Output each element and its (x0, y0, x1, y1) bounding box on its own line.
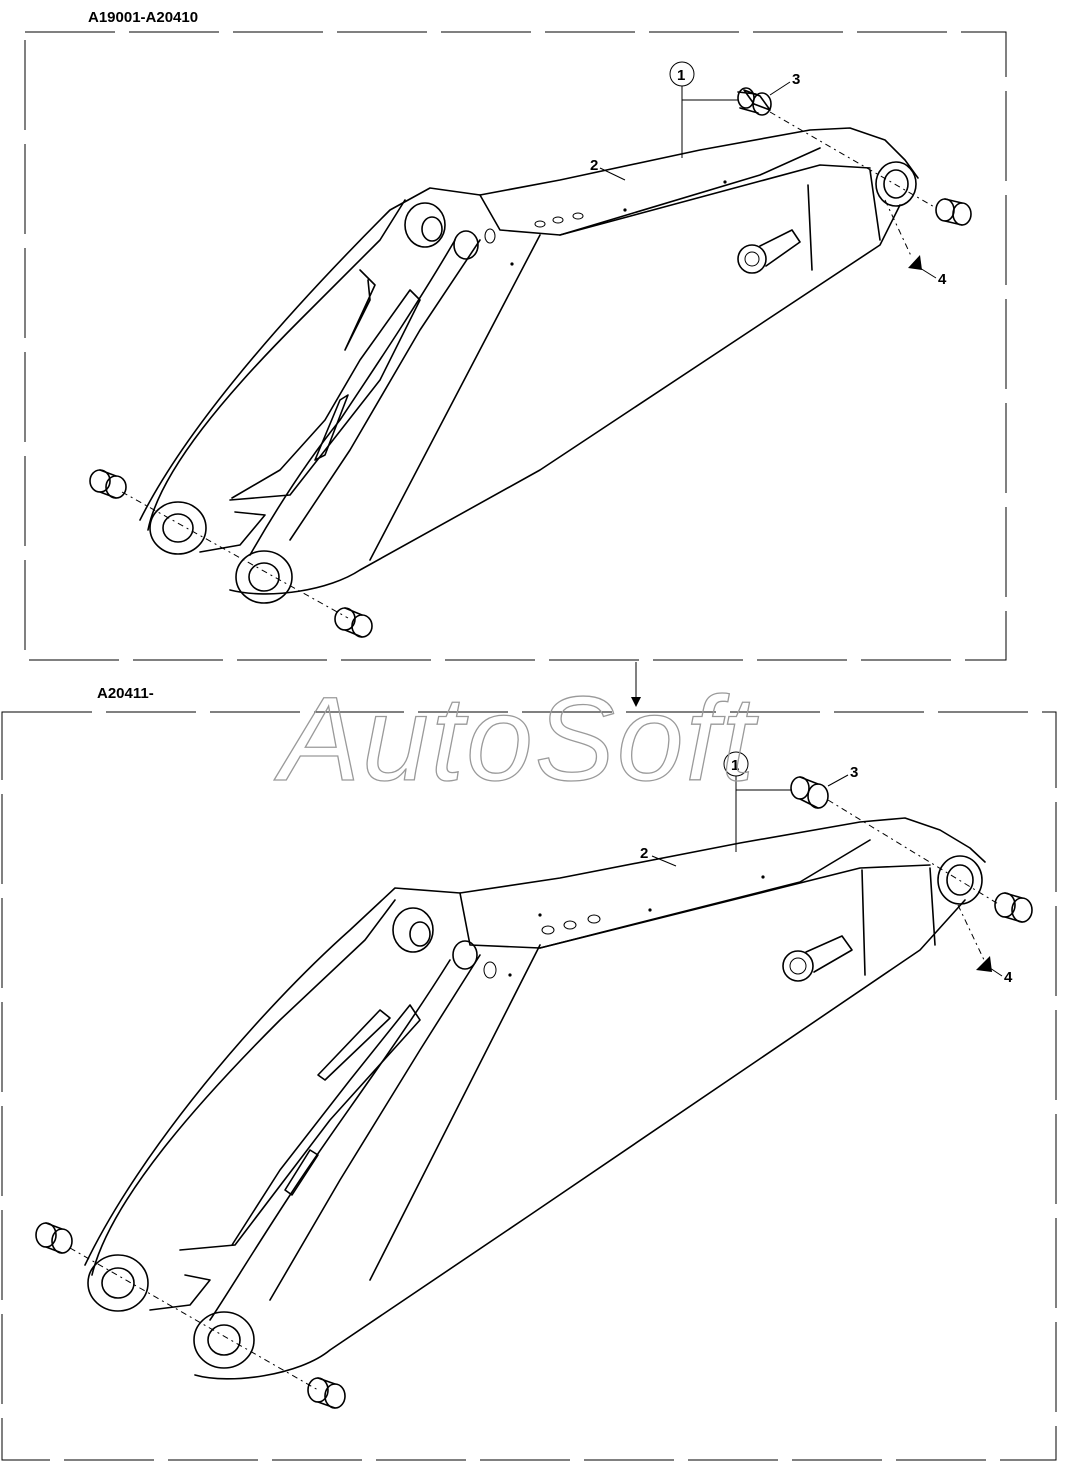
section-top: A19001-A20410 (24, 4, 1007, 661)
bushing-bottom-2 (994, 892, 1033, 923)
callout-top-4: 4 (938, 271, 947, 288)
bushing-bottom-4 (307, 1377, 346, 1409)
section-top-frame (24, 31, 1007, 661)
boom-top (139, 127, 919, 604)
watermark: AutoSoft (274, 672, 759, 806)
bushing-bottom-1 (790, 776, 829, 809)
bushing-top-1 (737, 87, 772, 116)
bushing-top-4 (334, 607, 373, 638)
boom-bottom (84, 817, 986, 1380)
section-bottom: A20411- (1, 682, 1057, 1461)
section-bottom-frame (1, 711, 1057, 1461)
section-top-label: A19001-A20410 (88, 9, 198, 26)
callout-top-2: 2 (590, 157, 598, 174)
grease-fitting-bottom (976, 956, 992, 972)
callout-top-1: 1 (677, 67, 685, 84)
callout-bottom-4: 4 (1004, 969, 1013, 986)
callout-bottom-1: 1 (731, 757, 739, 774)
bushing-top-2 (935, 198, 972, 226)
callout-bottom-2: 2 (640, 845, 648, 862)
callout-bottom-3: 3 (850, 764, 858, 781)
grease-fitting-top (908, 255, 922, 270)
section-bottom-label: A20411- (97, 685, 154, 702)
bushing-top-3 (89, 469, 127, 499)
callout-top-3: 3 (792, 71, 800, 88)
bushing-bottom-3 (35, 1222, 73, 1254)
